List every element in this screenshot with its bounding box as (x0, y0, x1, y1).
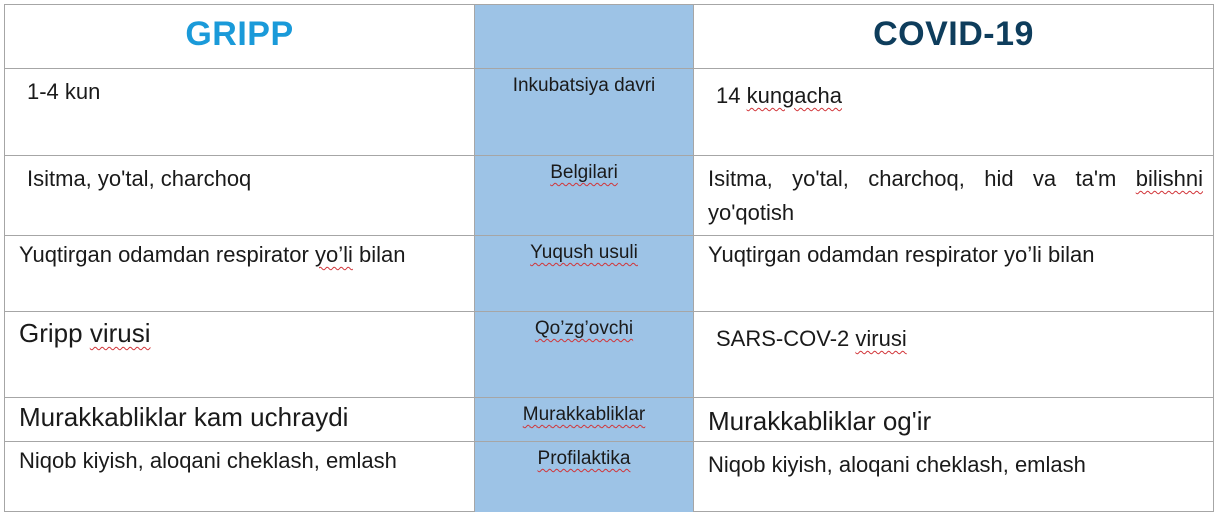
covid-value: Isitma, yo'tal, charchoq, hid va ta'm bi… (694, 156, 1213, 230)
covid-title: COVID-19 (873, 15, 1034, 53)
gripp-cell: Niqob kiyish, aloqani cheklash, emlash (5, 442, 475, 512)
table-row: Niqob kiyish, aloqani cheklash, emlash P… (5, 442, 1213, 512)
row-label-text: Murakkabliklar (522, 404, 646, 425)
covid-value: 14 kungacha (694, 69, 1213, 113)
covid-text: Isitma, yo'tal, charchoq, hid va ta'm (708, 166, 1136, 191)
table-row: 1-4 kun Inkubatsiya davri 14 kungacha (5, 69, 1213, 156)
gripp-value: Yuqtirgan odamdan respirator yo’li bilan (5, 236, 474, 272)
row-label-text: Yuqush usuli (530, 242, 638, 263)
covid-value: SARS-COV-2 virusi (694, 312, 1213, 356)
row-label-text: Qo’zg’ovchi (534, 318, 634, 339)
gripp-underlined-word: yo’li (314, 242, 353, 267)
covid-underlined-word: virusi (855, 326, 907, 351)
covid-text-end: yo'qotish (708, 200, 795, 225)
covid-cell: Yuqtirgan odamdan respirator yo’li bilan (694, 236, 1213, 311)
gripp-value: Gripp virusi (5, 312, 474, 350)
comparison-table: GRIPP COVID-19 1-4 kun Inkubatsiya davri… (4, 4, 1214, 512)
covid-underlined-word: bilishni (1135, 166, 1203, 191)
covid-cell: 14 kungacha (694, 69, 1213, 155)
covid-underlined-word: kungacha (746, 83, 843, 108)
header-row: GRIPP COVID-19 (5, 5, 1213, 69)
covid-cell: Niqob kiyish, aloqani cheklash, emlash (694, 442, 1213, 512)
gripp-text: Gripp (19, 318, 83, 348)
label-cell: Murakkabliklar (475, 398, 694, 441)
row-label-text: Belgilari (550, 162, 618, 183)
gripp-cell: Gripp virusi (5, 312, 475, 397)
gripp-text-end: bilan (352, 242, 406, 267)
label-cell: Belgilari (475, 156, 694, 235)
covid-value: Murakkabliklar og'ir (708, 406, 932, 436)
row-label: Inkubatsiya davri (512, 75, 656, 96)
row-label: Murakkabliklar (475, 398, 693, 426)
covid-value: Niqob kiyish, aloqani cheklash, emlash (708, 452, 1086, 477)
gripp-title: GRIPP (185, 15, 294, 53)
table-row: Gripp virusi Qo’zg’ovchi SARS-COV-2 viru… (5, 312, 1213, 398)
gripp-cell: Murakkabliklar kam uchraydi (5, 398, 475, 441)
gripp-cell: Isitma, yo'tal, charchoq (5, 156, 475, 235)
gripp-value: Isitma, yo'tal, charchoq (27, 166, 252, 191)
label-cell: Qo’zg’ovchi (475, 312, 694, 397)
label-cell: Inkubatsiya davri (475, 69, 694, 155)
table-row: Murakkabliklar kam uchraydi Murakkablikl… (5, 398, 1213, 442)
gripp-value: Niqob kiyish, aloqani cheklash, emlash (19, 448, 397, 473)
covid-text: 14 (716, 83, 747, 108)
table-row: Isitma, yo'tal, charchoq Belgilari Isitm… (5, 156, 1213, 236)
gripp-cell: Yuqtirgan odamdan respirator yo’li bilan (5, 236, 475, 311)
header-covid-cell: COVID-19 (694, 5, 1213, 68)
covid-cell: Murakkabliklar og'ir (694, 398, 1213, 441)
covid-text: SARS-COV-2 (716, 326, 856, 351)
row-label: Belgilari (475, 156, 693, 184)
table-row: Yuqtirgan odamdan respirator yo’li bilan… (5, 236, 1213, 312)
gripp-underlined-word: virusi (89, 318, 151, 348)
header-gripp-cell: GRIPP (5, 5, 475, 68)
label-cell: Yuqush usuli (475, 236, 694, 311)
label-cell: Profilaktika (475, 442, 694, 512)
covid-value: Yuqtirgan odamdan respirator yo’li bilan (708, 242, 1095, 267)
covid-cell: Isitma, yo'tal, charchoq, hid va ta'm bi… (694, 156, 1213, 235)
row-label: Profilaktika (475, 442, 693, 470)
gripp-cell: 1-4 kun (5, 69, 475, 155)
row-label: Qo’zg’ovchi (475, 312, 693, 340)
gripp-text: Yuqtirgan odamdan respirator (19, 242, 315, 267)
header-middle-cell (475, 5, 694, 68)
gripp-value: Murakkabliklar kam uchraydi (19, 402, 349, 432)
gripp-value: 1-4 kun (27, 79, 101, 104)
row-label-text: Profilaktika (537, 448, 631, 469)
row-label: Yuqush usuli (475, 236, 693, 264)
covid-cell: SARS-COV-2 virusi (694, 312, 1213, 397)
